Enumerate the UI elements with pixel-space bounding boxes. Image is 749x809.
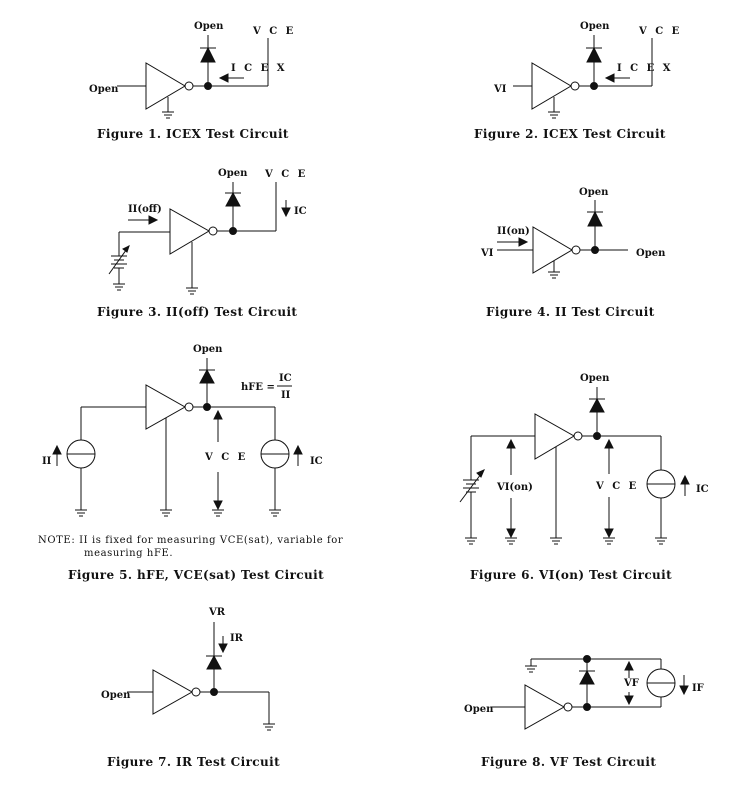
top-rail bbox=[524, 655, 661, 673]
if-current-source bbox=[646, 659, 689, 707]
figure-4-caption: Figure 4. II Test Circuit bbox=[486, 305, 655, 319]
open-top-label: Open bbox=[579, 187, 609, 198]
variable-voltage-source bbox=[459, 435, 535, 545]
vce-meter bbox=[211, 409, 225, 517]
open-input-label: Open bbox=[101, 690, 131, 701]
junction-dot bbox=[203, 403, 211, 411]
ic-label: IC bbox=[294, 206, 307, 217]
variable-voltage-source bbox=[108, 231, 170, 291]
open-top-label: Open bbox=[580, 21, 610, 32]
ii-current-source bbox=[52, 407, 96, 517]
figure-2-caption: Figure 2. ICEX Test Circuit bbox=[474, 127, 666, 141]
hfe-label: hFE = bbox=[241, 382, 275, 393]
clamp-diode bbox=[225, 182, 241, 231]
open-top-label: Open bbox=[194, 21, 224, 32]
inverter-buffer bbox=[497, 226, 581, 279]
figure-5: Open hFE = IC II II V C E IC bbox=[38, 344, 343, 582]
hfe-denominator: II bbox=[281, 390, 291, 401]
vf-label: VF bbox=[623, 678, 639, 689]
figure-2: Open V C E I C E X VI Figure 2. ICEX Tes… bbox=[474, 21, 682, 141]
inverter-buffer bbox=[127, 669, 201, 715]
vce-label: V C E bbox=[595, 481, 639, 492]
vi-on-label: VI(on) bbox=[496, 482, 533, 493]
ii-off-label: II(off) bbox=[128, 204, 162, 215]
clamp-diode bbox=[587, 200, 603, 250]
ic-current-source bbox=[260, 407, 303, 517]
ic-label: IC bbox=[696, 484, 709, 495]
open-top-label: Open bbox=[218, 168, 248, 179]
note-line-1: NOTE: II is fixed for measuring VCE(sat)… bbox=[38, 535, 343, 546]
figure-8-caption: Figure 8. VF Test Circuit bbox=[481, 755, 656, 769]
vr-label: VR bbox=[208, 607, 226, 618]
clamp-diode bbox=[206, 622, 222, 692]
note-line-2: measuring hFE. bbox=[84, 548, 173, 559]
vf-meter bbox=[624, 660, 634, 706]
ii-on-label: II(on) bbox=[497, 226, 530, 237]
ic-current-source bbox=[646, 436, 690, 545]
junction-dot bbox=[229, 227, 237, 235]
clamp-diode bbox=[200, 35, 216, 86]
figure-6-caption: Figure 6. VI(on) Test Circuit bbox=[470, 568, 672, 582]
clamp-diode bbox=[589, 387, 605, 436]
figure-6: Open VI(on) V C E IC bbox=[459, 373, 709, 582]
clamp-diode bbox=[199, 358, 215, 407]
junction-dot bbox=[591, 246, 599, 254]
ii-on-arrow bbox=[497, 237, 529, 247]
figure-3: Open V C E IC II(off) bbox=[97, 168, 308, 319]
junction-dot bbox=[583, 703, 591, 711]
inverter-buffer bbox=[534, 413, 583, 545]
ir-label: IR bbox=[230, 633, 244, 644]
vi-on-meter bbox=[504, 438, 518, 545]
vce-meter bbox=[602, 438, 616, 545]
hfe-numerator: IC bbox=[279, 373, 292, 384]
junction-dot bbox=[593, 432, 601, 440]
icex-label: I C E X bbox=[617, 63, 673, 74]
inverter-buffer bbox=[491, 684, 573, 730]
figure-7-caption: Figure 7. IR Test Circuit bbox=[107, 755, 280, 769]
inverter-buffer bbox=[513, 62, 580, 119]
figure-1-caption: Figure 1. ICEX Test Circuit bbox=[97, 127, 289, 141]
ic-label: IC bbox=[310, 456, 323, 467]
ic-arrow bbox=[281, 200, 291, 218]
junction-dot bbox=[204, 82, 212, 90]
open-input-label: Open bbox=[464, 704, 494, 715]
vce-label: V C E bbox=[252, 26, 296, 37]
ii-off-arrow bbox=[128, 215, 159, 225]
ir-arrow bbox=[218, 636, 228, 654]
icex-arrow bbox=[604, 73, 630, 83]
clamp-diode bbox=[586, 35, 602, 86]
vce-label: V C E bbox=[264, 169, 308, 180]
figure-8: VF IF Open bbox=[464, 655, 704, 769]
junction-dot bbox=[590, 82, 598, 90]
if-label: IF bbox=[692, 683, 704, 694]
inverter-buffer bbox=[81, 384, 194, 517]
figure-7: VR IR Open Figure 7. IR Test Circuit bbox=[101, 607, 280, 769]
figure-5-caption: Figure 5. hFE, VCE(sat) Test Circuit bbox=[68, 568, 324, 582]
vi-label: VI bbox=[480, 248, 494, 259]
open-output-label: Open bbox=[636, 248, 666, 259]
figure-3-caption: Figure 3. II(off) Test Circuit bbox=[97, 305, 297, 319]
open-top-label: Open bbox=[580, 373, 610, 384]
ii-label: II bbox=[42, 456, 52, 467]
figure-4: Open II(on) VI Open Figure 4. II Test Ci… bbox=[480, 187, 666, 319]
icex-label: I C E X bbox=[231, 63, 287, 74]
inverter-buffer bbox=[169, 208, 218, 295]
icex-arrow bbox=[218, 73, 244, 83]
figure-1: Open V C E I C E X Open Figure 1. ICEX T… bbox=[89, 21, 296, 141]
inverter-buffer bbox=[117, 62, 194, 119]
vi-label: VI bbox=[493, 84, 507, 95]
open-input-label: Open bbox=[89, 84, 119, 95]
open-top-label: Open bbox=[193, 344, 223, 355]
junction-dot bbox=[210, 688, 218, 696]
clamp-diode bbox=[579, 659, 595, 707]
vce-label: V C E bbox=[638, 26, 682, 37]
vce-label: V C E bbox=[204, 452, 248, 463]
